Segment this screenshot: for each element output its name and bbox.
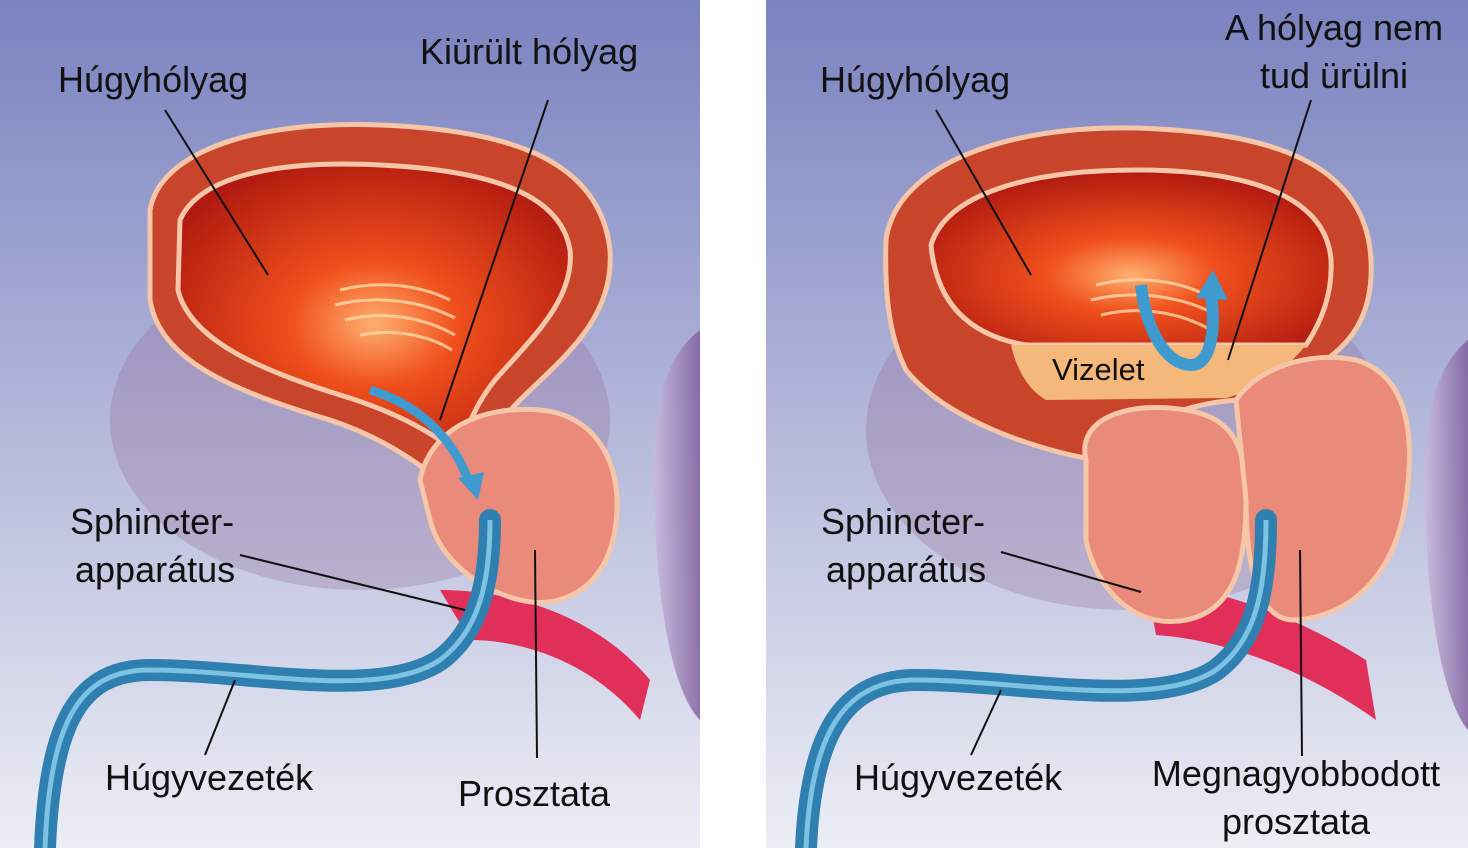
prostate-left-lobe [1082,404,1249,624]
pelvic-tissue [653,330,700,720]
flow-arrowhead [458,472,484,500]
urethra-label: Húgyvezeték [854,757,1063,798]
bladder-cavity [175,161,573,460]
bladder-label: Húgyhólyag [820,59,1011,100]
emptied-bladder-label: Kiürült hólyag [420,31,639,72]
return-arrow [1135,284,1219,372]
left-diagram-panel: Húgyhólyag Kiürült hólyag Sphincter- app… [0,0,700,848]
residual-urine [1011,345,1306,400]
pelvic-tissue [1424,340,1468,730]
right-diagram-panel: Húgyhólyag A hólyag nem tud ürülni Vizel… [766,0,1468,848]
cannot-empty-label-line1: A hólyag nem [1224,7,1444,48]
left-illustration [0,0,700,848]
enlarged-prostate-label-line1: Megnagyobbodott [1151,753,1441,794]
sphincter-label-line1: Sphincter- [70,501,235,542]
urethra-highlight [803,519,1269,848]
right-illustration [766,0,1468,848]
sphincter-label-line2: apparátus [75,549,236,590]
bladder-cavity [928,167,1334,348]
sphincter-muscle [440,590,650,720]
enlarged-prostate-label-line2: prosztata [1221,801,1371,842]
bladder-folds [334,283,456,352]
urine-label: Vizelet [1052,352,1145,387]
flow-arrow [368,385,475,487]
bladder-label: Húgyhólyag [58,59,249,100]
urethra-label: Húgyvezeték [105,757,314,798]
sphincter-label-line1: Sphincter- [821,501,986,542]
return-arrowhead [1196,270,1228,300]
bladder-folds [1090,278,1212,332]
sphincter-label-line2: apparátus [826,549,987,590]
leader-lines [935,99,1312,757]
leader-lines [164,99,549,759]
cannot-empty-label-line2: tud ürülni [1259,55,1409,96]
prostate-label: Prosztata [458,773,611,814]
urethra-highlight [42,519,493,848]
